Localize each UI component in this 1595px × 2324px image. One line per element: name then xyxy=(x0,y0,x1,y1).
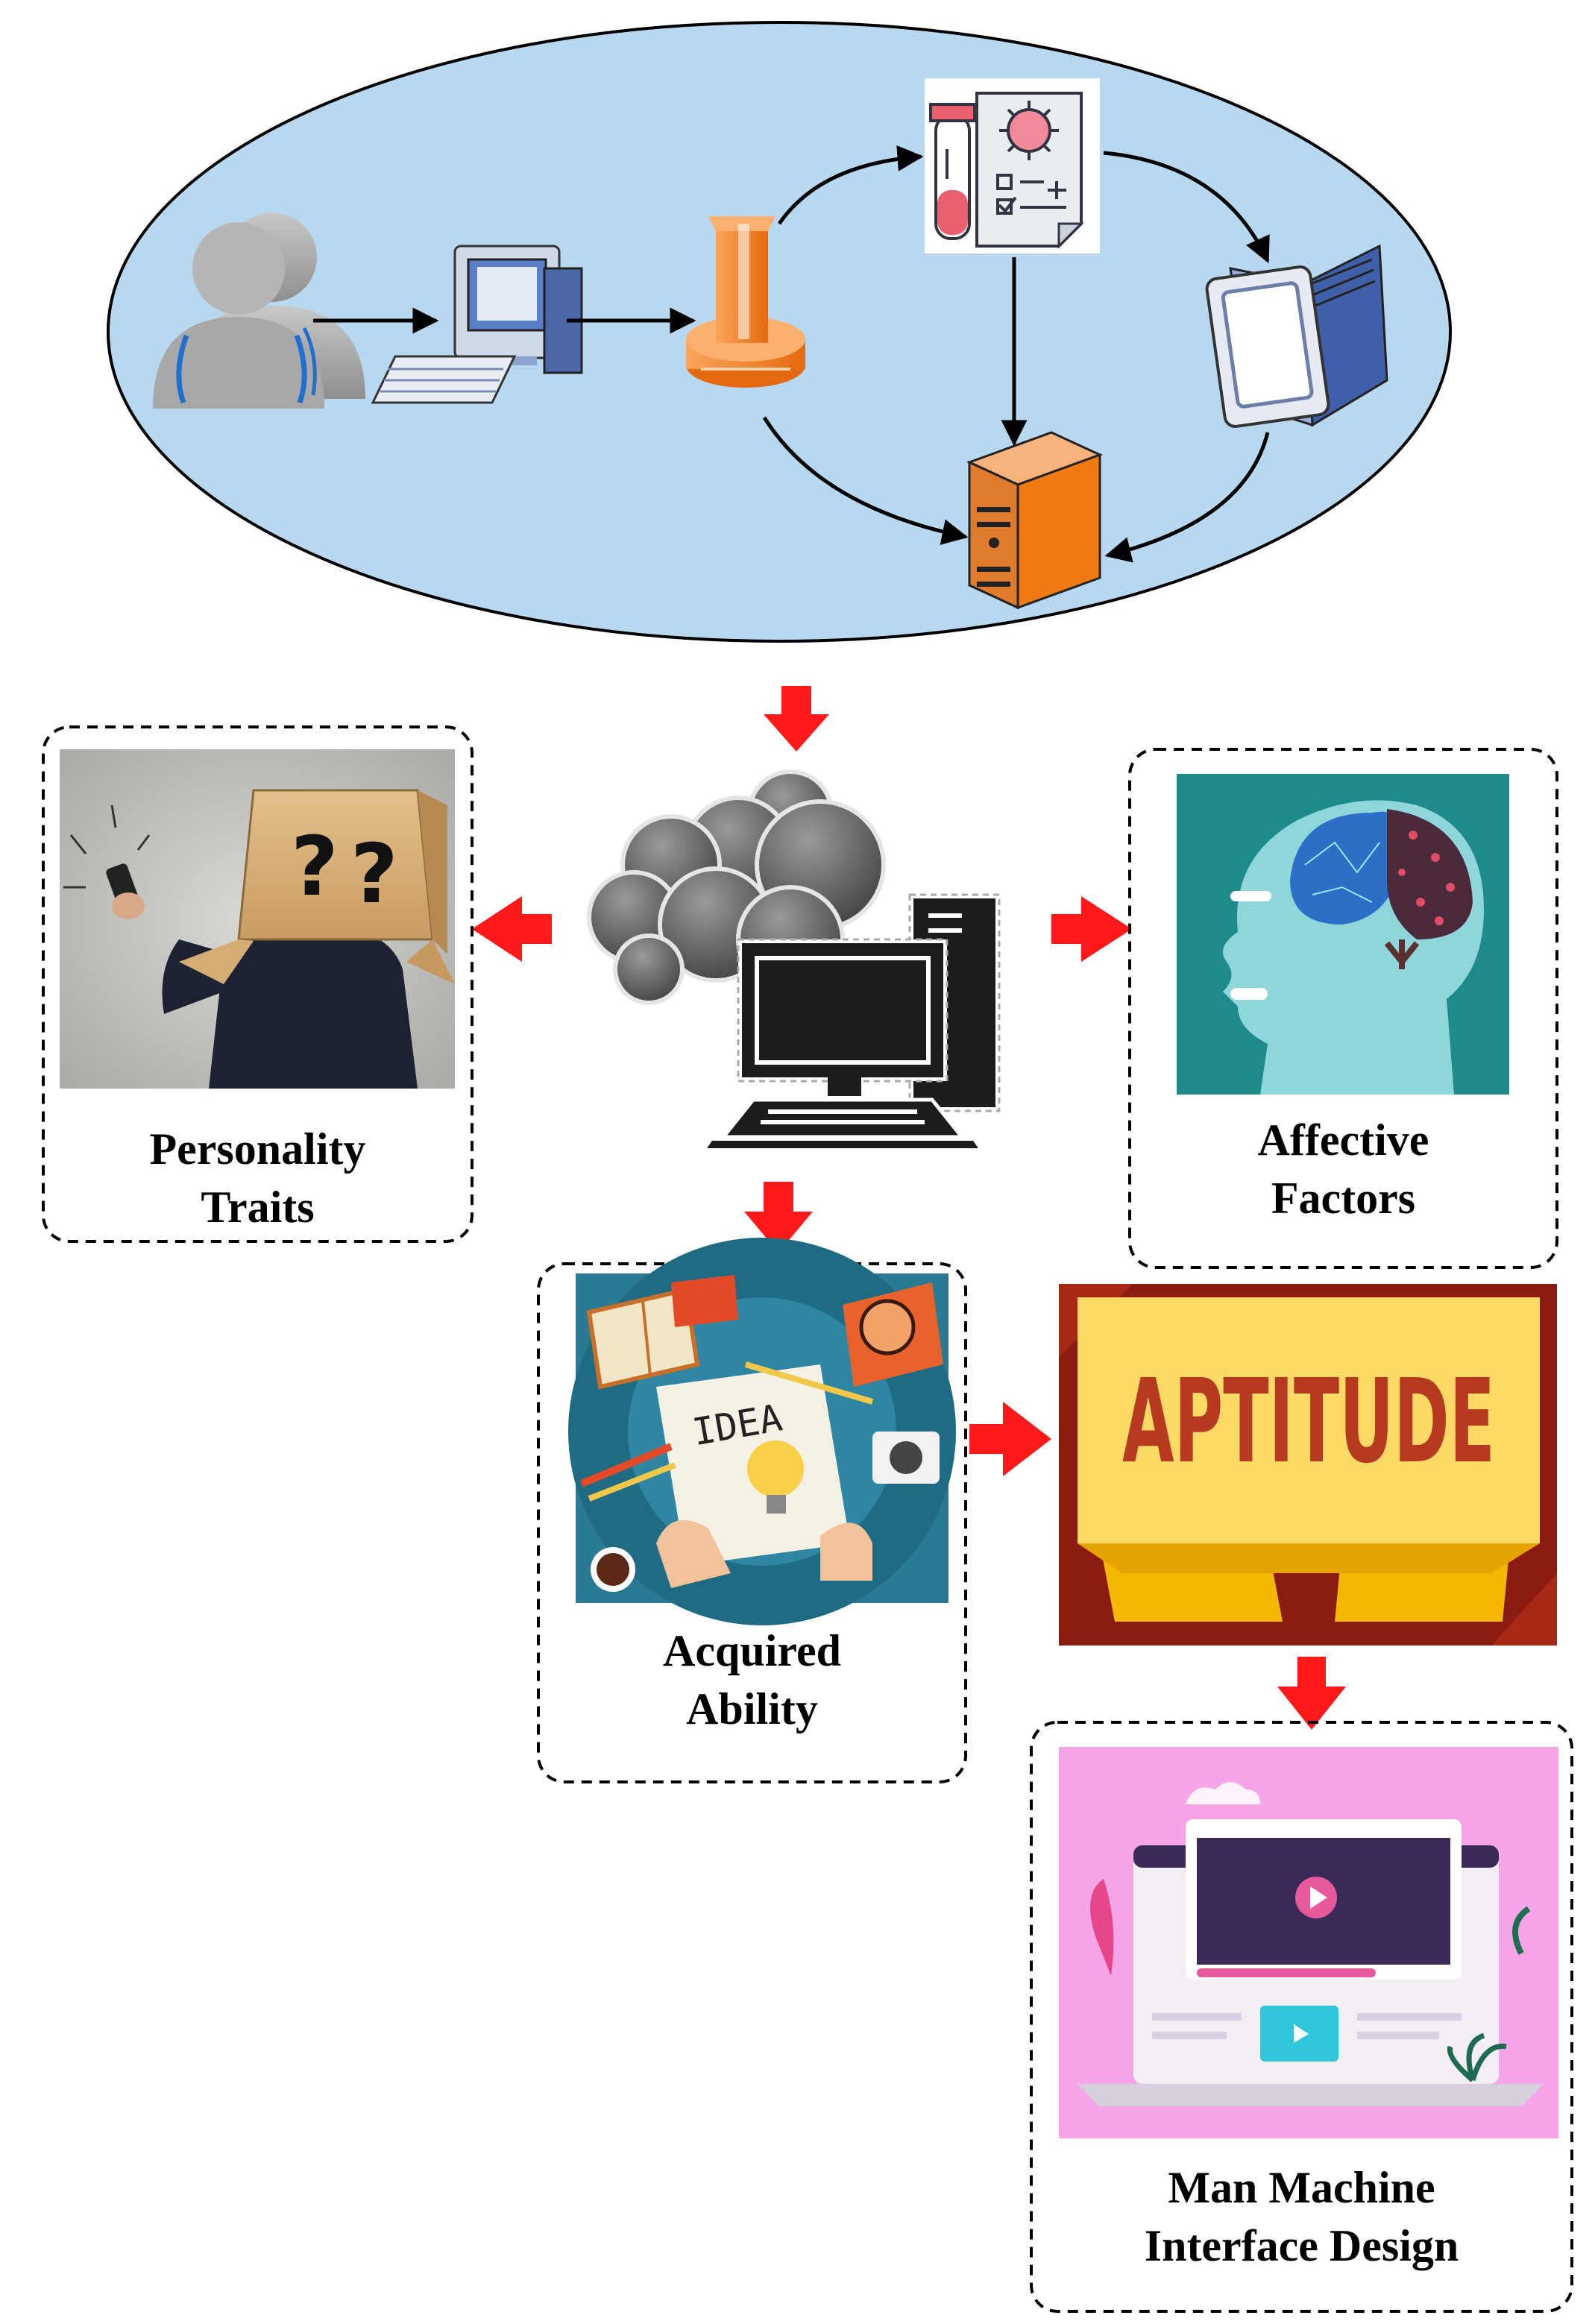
red-arrow-down-1 xyxy=(764,686,829,752)
flow-arrows xyxy=(313,145,1270,563)
box-head-man-image: ? ? xyxy=(60,749,455,1089)
desktop-computer-icon xyxy=(371,245,583,404)
brain-head-image xyxy=(1177,774,1509,1095)
red-arrow-down-2 xyxy=(744,1182,813,1253)
aptitude-board-text: APTITUDE xyxy=(1122,1354,1495,1489)
personality-label-line1: Personality xyxy=(149,1124,366,1174)
red-arrow-right-2 xyxy=(969,1402,1051,1476)
mmi-box xyxy=(1030,1721,1573,2313)
red-arrow-down-3 xyxy=(1277,1657,1346,1730)
orange-tower-icon xyxy=(686,216,805,388)
mmi-label-line2: Interface Design xyxy=(1144,2221,1459,2270)
svg-text:?: ? xyxy=(291,819,339,914)
svg-text:?: ? xyxy=(350,826,398,922)
acquired-label-line1: Acquired xyxy=(663,1626,841,1675)
red-arrow-right xyxy=(1051,896,1132,962)
affective-box xyxy=(1128,748,1558,1269)
acquired-label-line2: Ability xyxy=(686,1684,818,1733)
personality-label-line2: Traits xyxy=(201,1183,315,1232)
monitor-icon xyxy=(1205,244,1388,428)
lab-report-icon xyxy=(925,78,1100,254)
red-arrow-left xyxy=(472,896,552,962)
cloud-computer-icon xyxy=(587,769,1001,1148)
affective-label-line1: Affective xyxy=(1257,1115,1429,1165)
user-icon xyxy=(153,212,365,409)
idea-desk-image: IDEA xyxy=(568,1238,956,1625)
affective-label-line2: Factors xyxy=(1271,1174,1416,1223)
aptitude-board-image: APTITUDE xyxy=(1059,1284,1557,1646)
personality-box xyxy=(42,725,474,1243)
mmi-label-line1: Man Machine xyxy=(1168,2163,1435,2212)
laptop-video-image xyxy=(1059,1747,1558,2138)
red-arrows xyxy=(472,686,1346,1730)
server-icon xyxy=(966,431,1103,610)
